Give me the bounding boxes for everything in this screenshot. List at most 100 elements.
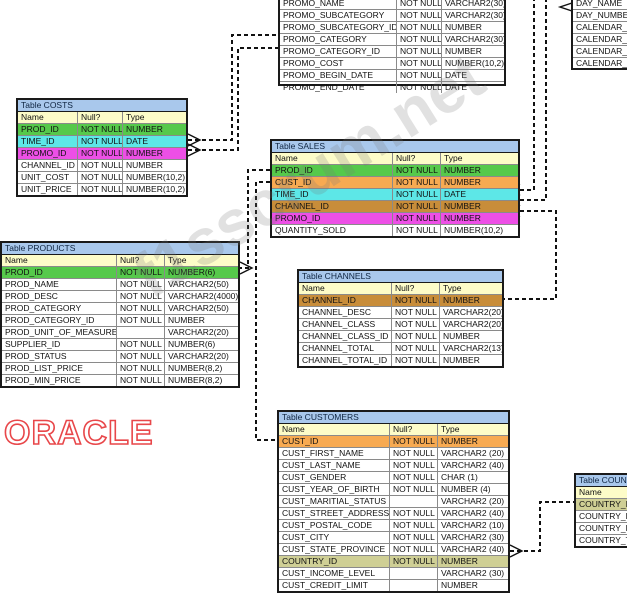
column-name: PROD_ID <box>272 165 393 176</box>
column-type: VARCHAR2(4000) <box>168 291 238 301</box>
column-null: NOT NULL <box>117 267 165 278</box>
header-type: Type <box>444 153 463 163</box>
table-row: COUNTRY_N <box>576 511 627 523</box>
column-type: NUMBER <box>441 580 478 590</box>
column-name: CALENDAR_ <box>576 34 627 44</box>
column-null: NOT NULL <box>393 213 441 224</box>
column-null: NOT NULL <box>397 58 442 69</box>
column-null: NOT NULL <box>117 291 165 302</box>
column-type: VARCHAR2(30) <box>445 10 504 20</box>
column-type: VARCHAR2(50) <box>168 303 229 313</box>
column-name: CUST_FIRST_NAME <box>279 448 390 459</box>
column-type: NUMBER <box>444 165 481 175</box>
column-null: NOT NULL <box>392 331 440 342</box>
header-name: Name <box>299 283 392 294</box>
column-type: VARCHAR2 (40) <box>441 544 505 554</box>
column-type: VARCHAR2(20) <box>168 327 229 337</box>
column-name: PROD_NAME <box>2 279 117 290</box>
column-null: NOT NULL <box>393 189 441 200</box>
table-row: CUST_CREDIT_LIMIT NUMBER <box>279 580 508 591</box>
column-type: VARCHAR2 (40) <box>441 460 505 470</box>
column-name: CHANNEL_ID <box>272 201 393 212</box>
column-null: NOT NULL <box>397 70 442 81</box>
sales-times-link <box>520 0 535 191</box>
column-type: NUMBER <box>444 213 481 223</box>
table-title: Table COUNT <box>576 475 627 487</box>
header-name: Name <box>2 255 117 266</box>
column-name: PROD_UNIT_OF_MEASURE <box>2 327 117 338</box>
column-null: NOT NULL <box>390 544 438 555</box>
column-type: NUMBER(10,2) <box>444 225 504 235</box>
header-name: Name <box>272 153 393 164</box>
table-title: Table COSTS <box>18 100 186 112</box>
column-null: NOT NULL <box>390 448 438 459</box>
column-name: CHANNEL_ID <box>299 295 392 306</box>
column-type: VARCHAR2 (10) <box>441 520 505 530</box>
sales-channels-link <box>504 210 557 300</box>
column-type: NUMBER <box>126 148 163 158</box>
column-null: NOT NULL <box>390 472 438 483</box>
column-null: NOT NULL <box>117 351 165 362</box>
header-type: Type <box>126 112 145 122</box>
column-name: CUST_CREDIT_LIMIT <box>279 580 390 591</box>
column-type: VARCHAR2 (30) <box>441 568 505 578</box>
column-type: NUMBER <box>126 160 163 170</box>
column-name: COUNTRY_T <box>579 535 627 545</box>
column-type: VARCHAR2(30) <box>445 34 504 44</box>
column-type: NUMBER <box>441 556 478 566</box>
column-null: NOT NULL <box>393 201 441 212</box>
column-null: NOT NULL <box>117 303 165 314</box>
column-null: NOT NULL <box>392 319 440 330</box>
table-row: DAY_NUMBER_ <box>573 10 627 22</box>
header-type: Type <box>443 283 462 293</box>
column-null: NOT NULL <box>390 460 438 471</box>
column-name: PROD_LIST_PRICE <box>2 363 117 374</box>
table-title: Table PRODUCTS <box>2 243 238 255</box>
column-name: CHANNEL_DESC <box>299 307 392 318</box>
relationship-lines <box>187 0 576 558</box>
column-null: NOT NULL <box>393 225 441 236</box>
column-name: UNIT_COST <box>18 172 78 183</box>
column-type: NUMBER <box>444 177 481 187</box>
column-null: NOT NULL <box>78 148 123 159</box>
column-name: PROD_STATUS <box>2 351 117 362</box>
column-name: PROMO_NAME <box>280 0 397 9</box>
column-name: PROMO_END_DATE <box>280 82 397 93</box>
column-name: TIME_ID <box>272 189 393 200</box>
sales-promo-link <box>520 0 547 201</box>
header-name: Name <box>18 112 78 123</box>
column-null: NOT NULL <box>397 10 442 21</box>
column-type: CHAR (1) <box>441 472 478 482</box>
column-type: NUMBER(8,2) <box>168 363 223 373</box>
column-name: PROMO_CATEGORY <box>280 34 397 45</box>
column-null: NOT NULL <box>397 46 442 57</box>
column-name: CUST_INCOME_LEVEL <box>279 568 390 579</box>
column-type: NUMBER <box>444 201 481 211</box>
column-name: CUST_STREET_ADDRESS <box>279 508 390 519</box>
column-name: CHANNEL_ID <box>18 160 78 171</box>
column-name: PROD_CATEGORY_ID <box>2 315 117 326</box>
column-name: COUNTRY_N <box>579 511 627 521</box>
column-name: COUNTRY_R <box>579 523 627 533</box>
column-name: PROMO_CATEGORY_ID <box>280 46 397 57</box>
column-null: NOT NULL <box>117 315 165 326</box>
